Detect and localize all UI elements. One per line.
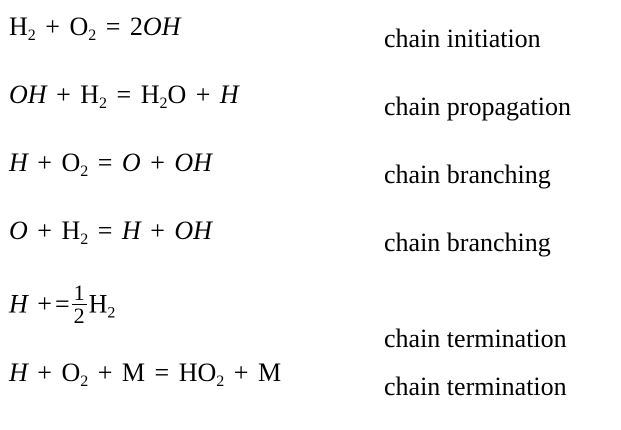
operator: +	[37, 148, 52, 177]
reaction-description: chain propagation	[384, 92, 571, 121]
fraction-numerator: 1	[71, 280, 87, 305]
equation-initiation: H2 + O2 = 2OH	[9, 12, 181, 44]
reaction-row-1: H2 + O2 = 2OH chain initiation	[0, 12, 621, 53]
species: O	[167, 80, 187, 109]
fraction-denominator: 2	[73, 303, 85, 328]
subscript: 2	[80, 373, 89, 390]
subscript: 2	[107, 304, 116, 322]
equation-branching-1: H + O2 = O + OH	[9, 148, 212, 180]
equals-sign: =	[116, 80, 132, 109]
equation-branching-2: O + H2 = H + OH	[9, 216, 212, 248]
species: H	[9, 358, 28, 387]
coefficient: 2	[129, 12, 143, 41]
species: O	[121, 148, 141, 177]
third-body: M	[257, 358, 282, 387]
operator: +	[150, 216, 165, 245]
species: O	[61, 358, 81, 387]
species: H	[219, 80, 239, 109]
equals-sign: =	[54, 289, 70, 319]
operator: +	[37, 289, 52, 319]
species: H	[9, 289, 28, 319]
species: O	[69, 12, 89, 41]
species: HO	[178, 358, 217, 387]
subscript: 2	[80, 163, 89, 180]
operator: +	[45, 12, 60, 41]
subscript: 2	[159, 95, 168, 112]
species: OH	[142, 12, 181, 41]
reaction-row-3: H + O2 = O + OH chain branching	[0, 148, 621, 189]
third-body: M	[121, 358, 146, 387]
species: H	[61, 216, 81, 245]
operator: +	[37, 358, 52, 387]
reaction-row-4: O + H2 = H + OH chain branching	[0, 216, 621, 257]
species: OH	[9, 80, 47, 109]
subscript: 2	[99, 95, 108, 112]
equals-sign: =	[97, 148, 113, 177]
subscript: 2	[27, 27, 36, 44]
equals-sign: =	[97, 216, 113, 245]
species: OH	[174, 148, 212, 177]
operator: +	[150, 148, 165, 177]
reaction-row-6: H + O2 + M = HO2 + M chain termination	[0, 358, 621, 401]
operator: +	[37, 216, 52, 245]
reaction-description: chain initiation	[384, 24, 541, 53]
species: H	[121, 216, 141, 245]
reaction-description: chain termination	[384, 324, 567, 353]
operator: +	[195, 80, 211, 109]
operator: +	[233, 358, 249, 387]
species: H	[80, 80, 100, 109]
species: H	[140, 80, 160, 109]
species: H	[9, 148, 28, 177]
operator: +	[97, 358, 113, 387]
subscript: 2	[216, 373, 225, 390]
subscript: 2	[80, 231, 89, 248]
species: H	[9, 12, 28, 41]
species: O	[61, 148, 81, 177]
reaction-description: chain branching	[384, 228, 551, 257]
reaction-description: chain branching	[384, 160, 551, 189]
subscript: 2	[88, 27, 97, 44]
equation-termination-2: H + O2 + M = HO2 + M	[9, 358, 282, 390]
equation-propagation: OH + H2 = H2O + H	[9, 80, 239, 112]
equals-sign: =	[105, 12, 121, 41]
reaction-row-2: OH + H2 = H2O + H chain propagation	[0, 80, 621, 121]
reaction-description: chain termination	[384, 372, 567, 401]
equals-sign: =	[154, 358, 170, 387]
species: O	[9, 216, 28, 245]
operator: +	[56, 80, 71, 109]
species: H	[88, 289, 108, 319]
species: OH	[174, 216, 212, 245]
